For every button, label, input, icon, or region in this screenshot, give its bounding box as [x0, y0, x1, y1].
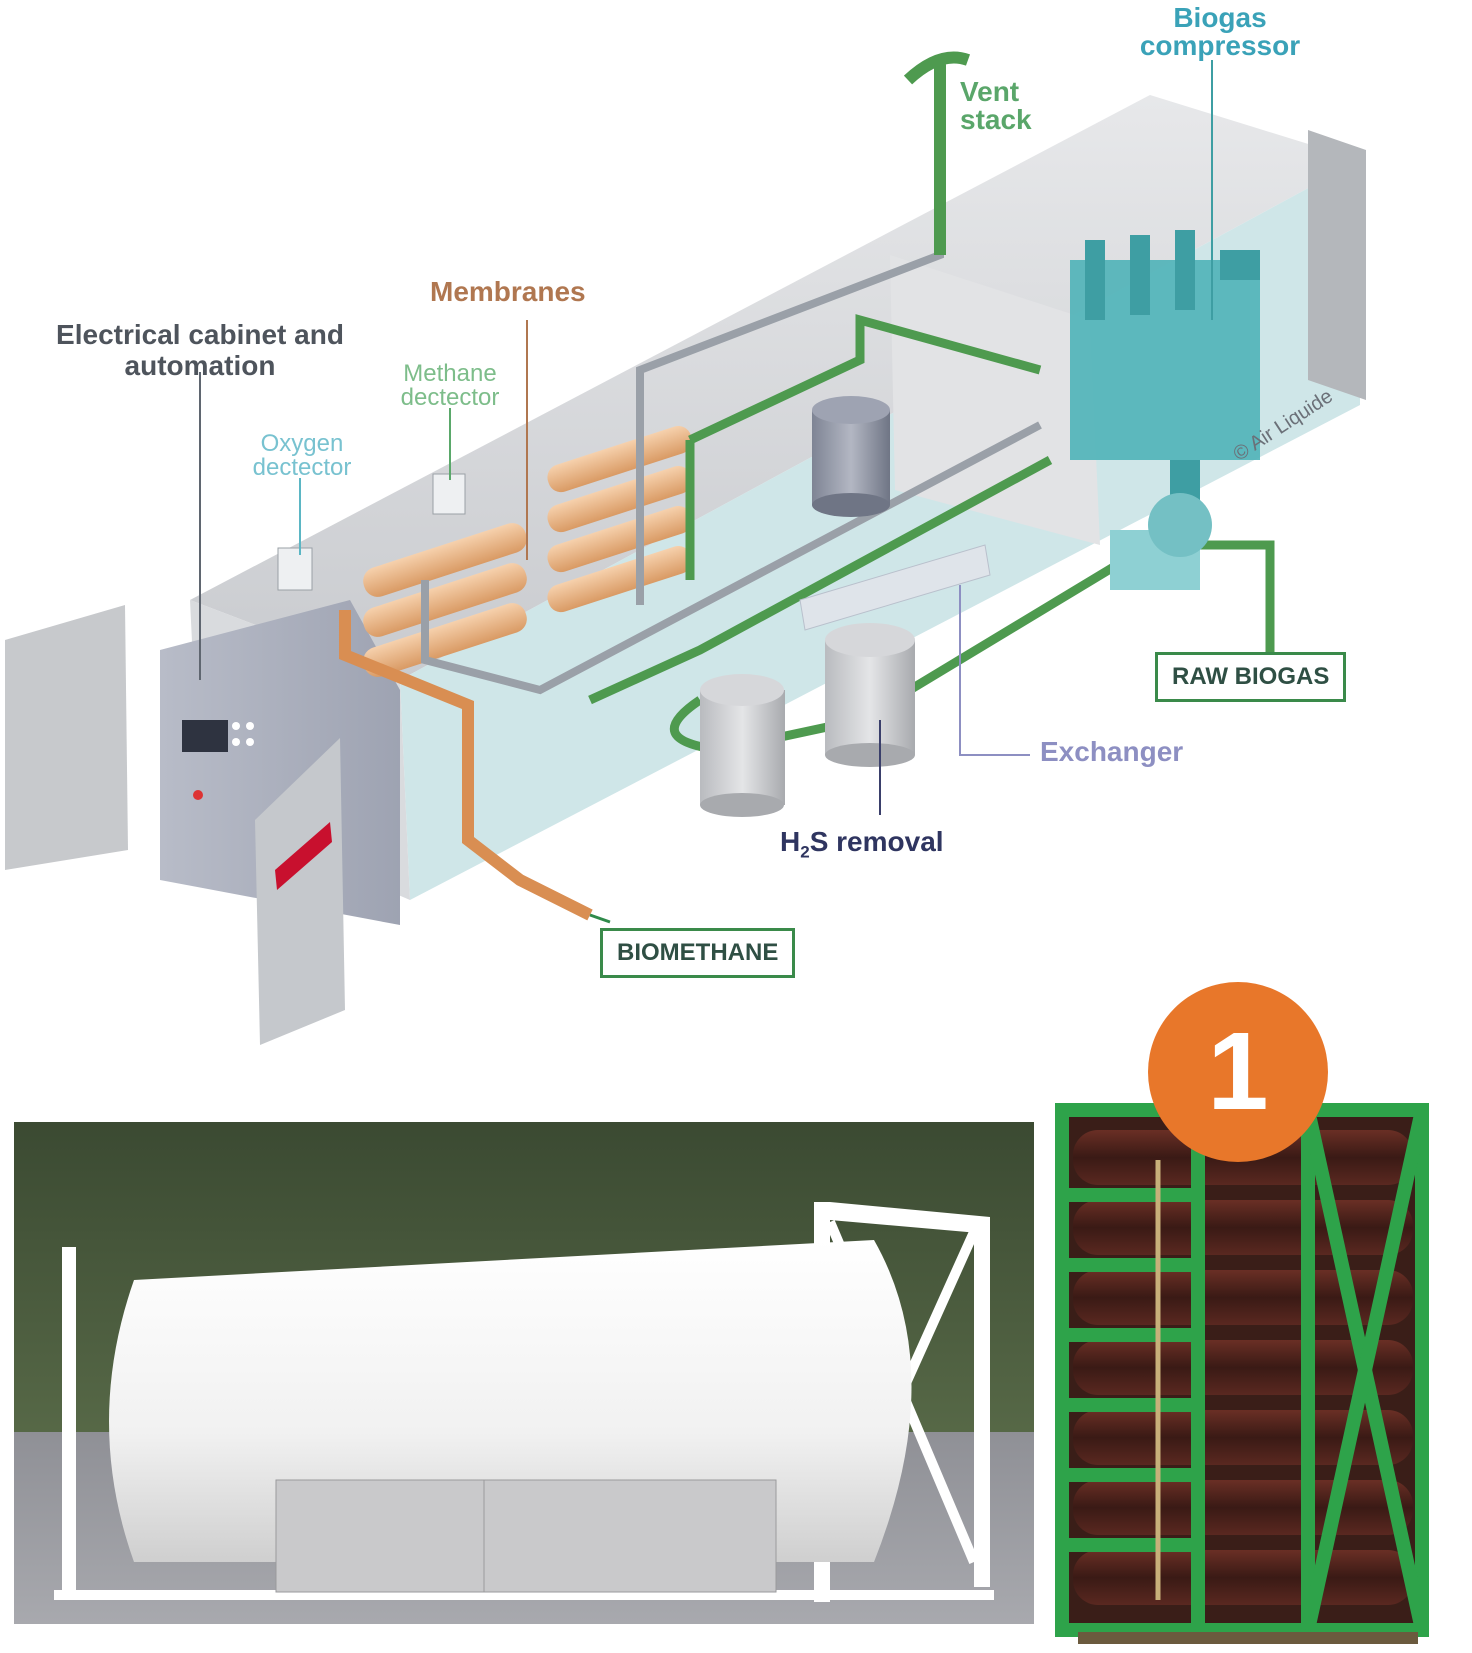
frame-bottom-rail: [54, 1590, 994, 1600]
left-door: [5, 605, 128, 870]
label-electrical-cabinet: Electrical cabinet and automation: [56, 319, 344, 381]
label-vent-stack: Vent stack: [960, 76, 1032, 135]
cabinet-door-logo: [275, 822, 332, 890]
label-oxygen-detector: Oxygen dectector: [252, 430, 352, 481]
cabinet-door: [255, 738, 345, 1045]
raw-biogas-pump: [1110, 493, 1212, 590]
right-door: [1308, 130, 1366, 400]
cabinet-button: [246, 722, 254, 730]
iso-tank-illustration: [14, 1122, 1034, 1624]
gas-cylinder-rack-photo: [1048, 960, 1472, 1648]
label-h2s-removal: H2S removal: [780, 828, 944, 861]
frame-top-beam: [830, 1202, 990, 1234]
green-pipe-middle: [588, 456, 1053, 705]
exchanger-unit: [799, 544, 991, 631]
biomethane-pipe: [339, 610, 593, 921]
grey-pipe-lower: [421, 421, 1042, 695]
vent-stack-pipe: [903, 51, 971, 255]
h2s-subscript: 2: [800, 842, 810, 862]
wooden-pallet: [1078, 1632, 1418, 1644]
cylinder-rack-illustration: [1055, 1103, 1429, 1644]
frame-post-right-2: [974, 1217, 990, 1587]
container-illustration: [5, 51, 1366, 1045]
h2s-prefix: H: [780, 826, 801, 857]
cabinet-button: [232, 722, 240, 730]
h2s-tank-1: [700, 674, 785, 817]
h2s-tank-2: [825, 623, 915, 767]
leader-lines: [199, 60, 1213, 815]
cabinet-button: [232, 738, 240, 746]
frame-post-left: [62, 1247, 76, 1597]
green-rack-frame: [1055, 1103, 1429, 1637]
biogas-upgrading-diagram: Biogas compressor Vent stack Membranes E…: [5, 2, 1366, 1045]
biomethane-arrow: [589, 913, 611, 924]
iso-tank-valve-cabinet: [275, 1479, 777, 1593]
label-biogas-compressor: Biogas compressor: [1139, 2, 1301, 61]
green-pipe-upper: [685, 314, 1042, 580]
label-biomethane: BIOMETHANE: [600, 928, 796, 978]
label-methane-detector: Methane dectector: [400, 360, 500, 411]
cabinet-screen: [182, 720, 228, 752]
number-badge: 1: [1148, 982, 1328, 1162]
oxygen-detector-device: [277, 547, 313, 591]
membrane-bank-1: [363, 523, 527, 677]
cabinet-emergency-stop: [193, 790, 203, 800]
biogas-compressor-unit: [1070, 230, 1260, 500]
label-membranes: Membranes: [430, 276, 586, 307]
iso-tank-container-photo: [14, 1122, 1034, 1624]
membrane-bank-2: [547, 425, 692, 613]
h2s-suffix: S removal: [809, 826, 944, 857]
label-raw-biogas: RAW BIOGAS: [1155, 652, 1347, 702]
label-exchanger: Exchanger: [1040, 736, 1184, 767]
cabinet-button: [246, 738, 254, 746]
upper-vessel: [812, 396, 890, 517]
